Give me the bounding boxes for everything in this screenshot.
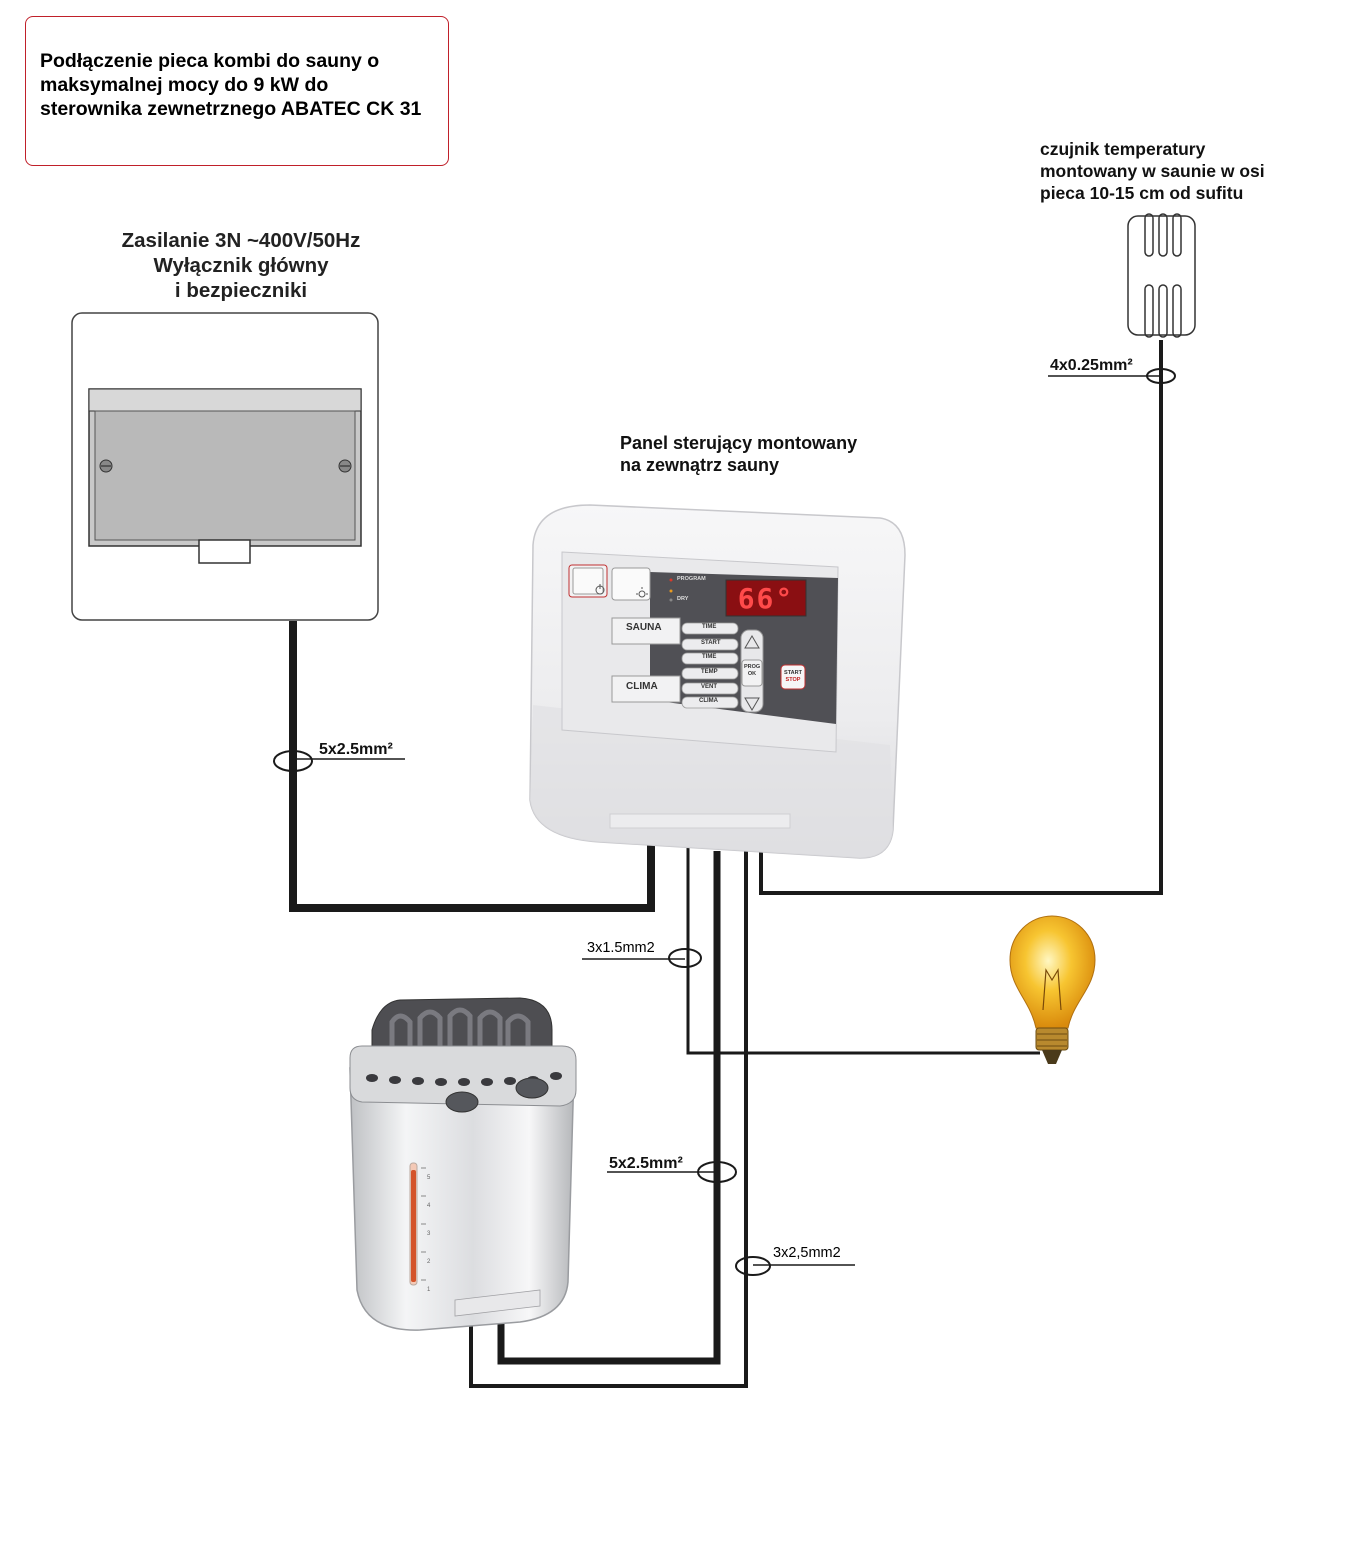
controller-display: 66° [737, 581, 795, 615]
function-clima: CLIMA [699, 698, 718, 704]
control-panel [529, 504, 906, 859]
supply-label: Zasilanie 3N ~400V/50Hz Wyłącznik główny… [86, 228, 396, 303]
scale-1: 1 [427, 1287, 431, 1293]
stop-label: STOP [785, 677, 801, 683]
ok-label: OK [747, 671, 757, 677]
sensor-label: czujnik temperatury montowany w saunie w… [1040, 138, 1265, 204]
function-temp: TEMP [701, 669, 718, 675]
panel-label: Panel sterujący montowany na zewnątrz sa… [620, 432, 857, 476]
scale-4: 4 [427, 1203, 431, 1209]
panel-label-line-2: na zewnątrz sauny [620, 455, 780, 475]
cable-label-heater-aux: 3x2,5mm2 [773, 1245, 841, 1261]
wires [289, 340, 1163, 1388]
title-line-3: sterownika zewnetrznego ABATEC CK 31 [40, 98, 422, 120]
mode-clima: CLIMA [626, 681, 658, 692]
function-time-1: TIME [702, 624, 717, 630]
light-cable [686, 843, 1040, 1055]
scale-2: 2 [427, 1259, 431, 1265]
function-vent: VENT [701, 684, 718, 690]
scale-3: 3 [427, 1231, 431, 1237]
cable-label-sensor: 4x0.25mm² [1050, 357, 1133, 374]
sensor-label-line-1: czujnik temperatury [1040, 139, 1206, 159]
supply-label-line-2: Wyłącznik główny [153, 254, 329, 277]
start-stop-button: START STOP [782, 670, 804, 684]
status-leds [669, 578, 673, 602]
cable-label-light: 3x1.5mm2 [587, 940, 655, 956]
indicator-program: PROGRAM [677, 576, 706, 582]
start-label: START [784, 670, 802, 676]
heater-aux-cable [469, 850, 748, 1388]
cable-markers [273, 368, 1176, 1276]
sensor-label-line-3: pieca 10-15 cm od sufitu [1040, 183, 1244, 203]
light-bulb [1009, 915, 1096, 1064]
sauna-heater [349, 997, 577, 1331]
title-line-1: Podłączenie pieca kombi do sauny o [40, 50, 380, 72]
light-icon [636, 587, 648, 598]
prog-label: PROG [744, 664, 761, 670]
prog-ok-button: PROG OK [744, 664, 760, 678]
function-start: START [701, 640, 721, 646]
sensor-label-line-2: montowany w saunie w osi [1040, 161, 1265, 181]
cable-label-supply: 5x2.5mm² [319, 741, 393, 758]
supply-cable [289, 621, 655, 912]
heater-scale: 5 4 3 2 1 [427, 1164, 430, 1304]
heater-cable [497, 851, 721, 1365]
supply-label-line-1: Zasilanie 3N ~400V/50Hz [121, 229, 361, 252]
diagram-title-box: Podłączenie pieca kombi do sauny o maksy… [25, 16, 449, 166]
distribution-box [71, 312, 379, 621]
scale-5: 5 [427, 1175, 431, 1181]
mode-sauna: SAUNA [626, 622, 662, 633]
cable-label-heater: 5x2.5mm² [609, 1155, 683, 1172]
title-line-2: maksymalnej mocy do 9 kW do [40, 74, 329, 96]
panel-label-line-1: Panel sterujący montowany [620, 433, 858, 453]
power-icon [595, 584, 605, 595]
indicator-dry: DRY [677, 596, 689, 602]
sensor-cable [759, 340, 1163, 895]
supply-label-line-3: i bezpieczniki [174, 279, 308, 302]
function-time-2: TIME [702, 654, 717, 660]
temperature-sensor [1127, 213, 1196, 338]
